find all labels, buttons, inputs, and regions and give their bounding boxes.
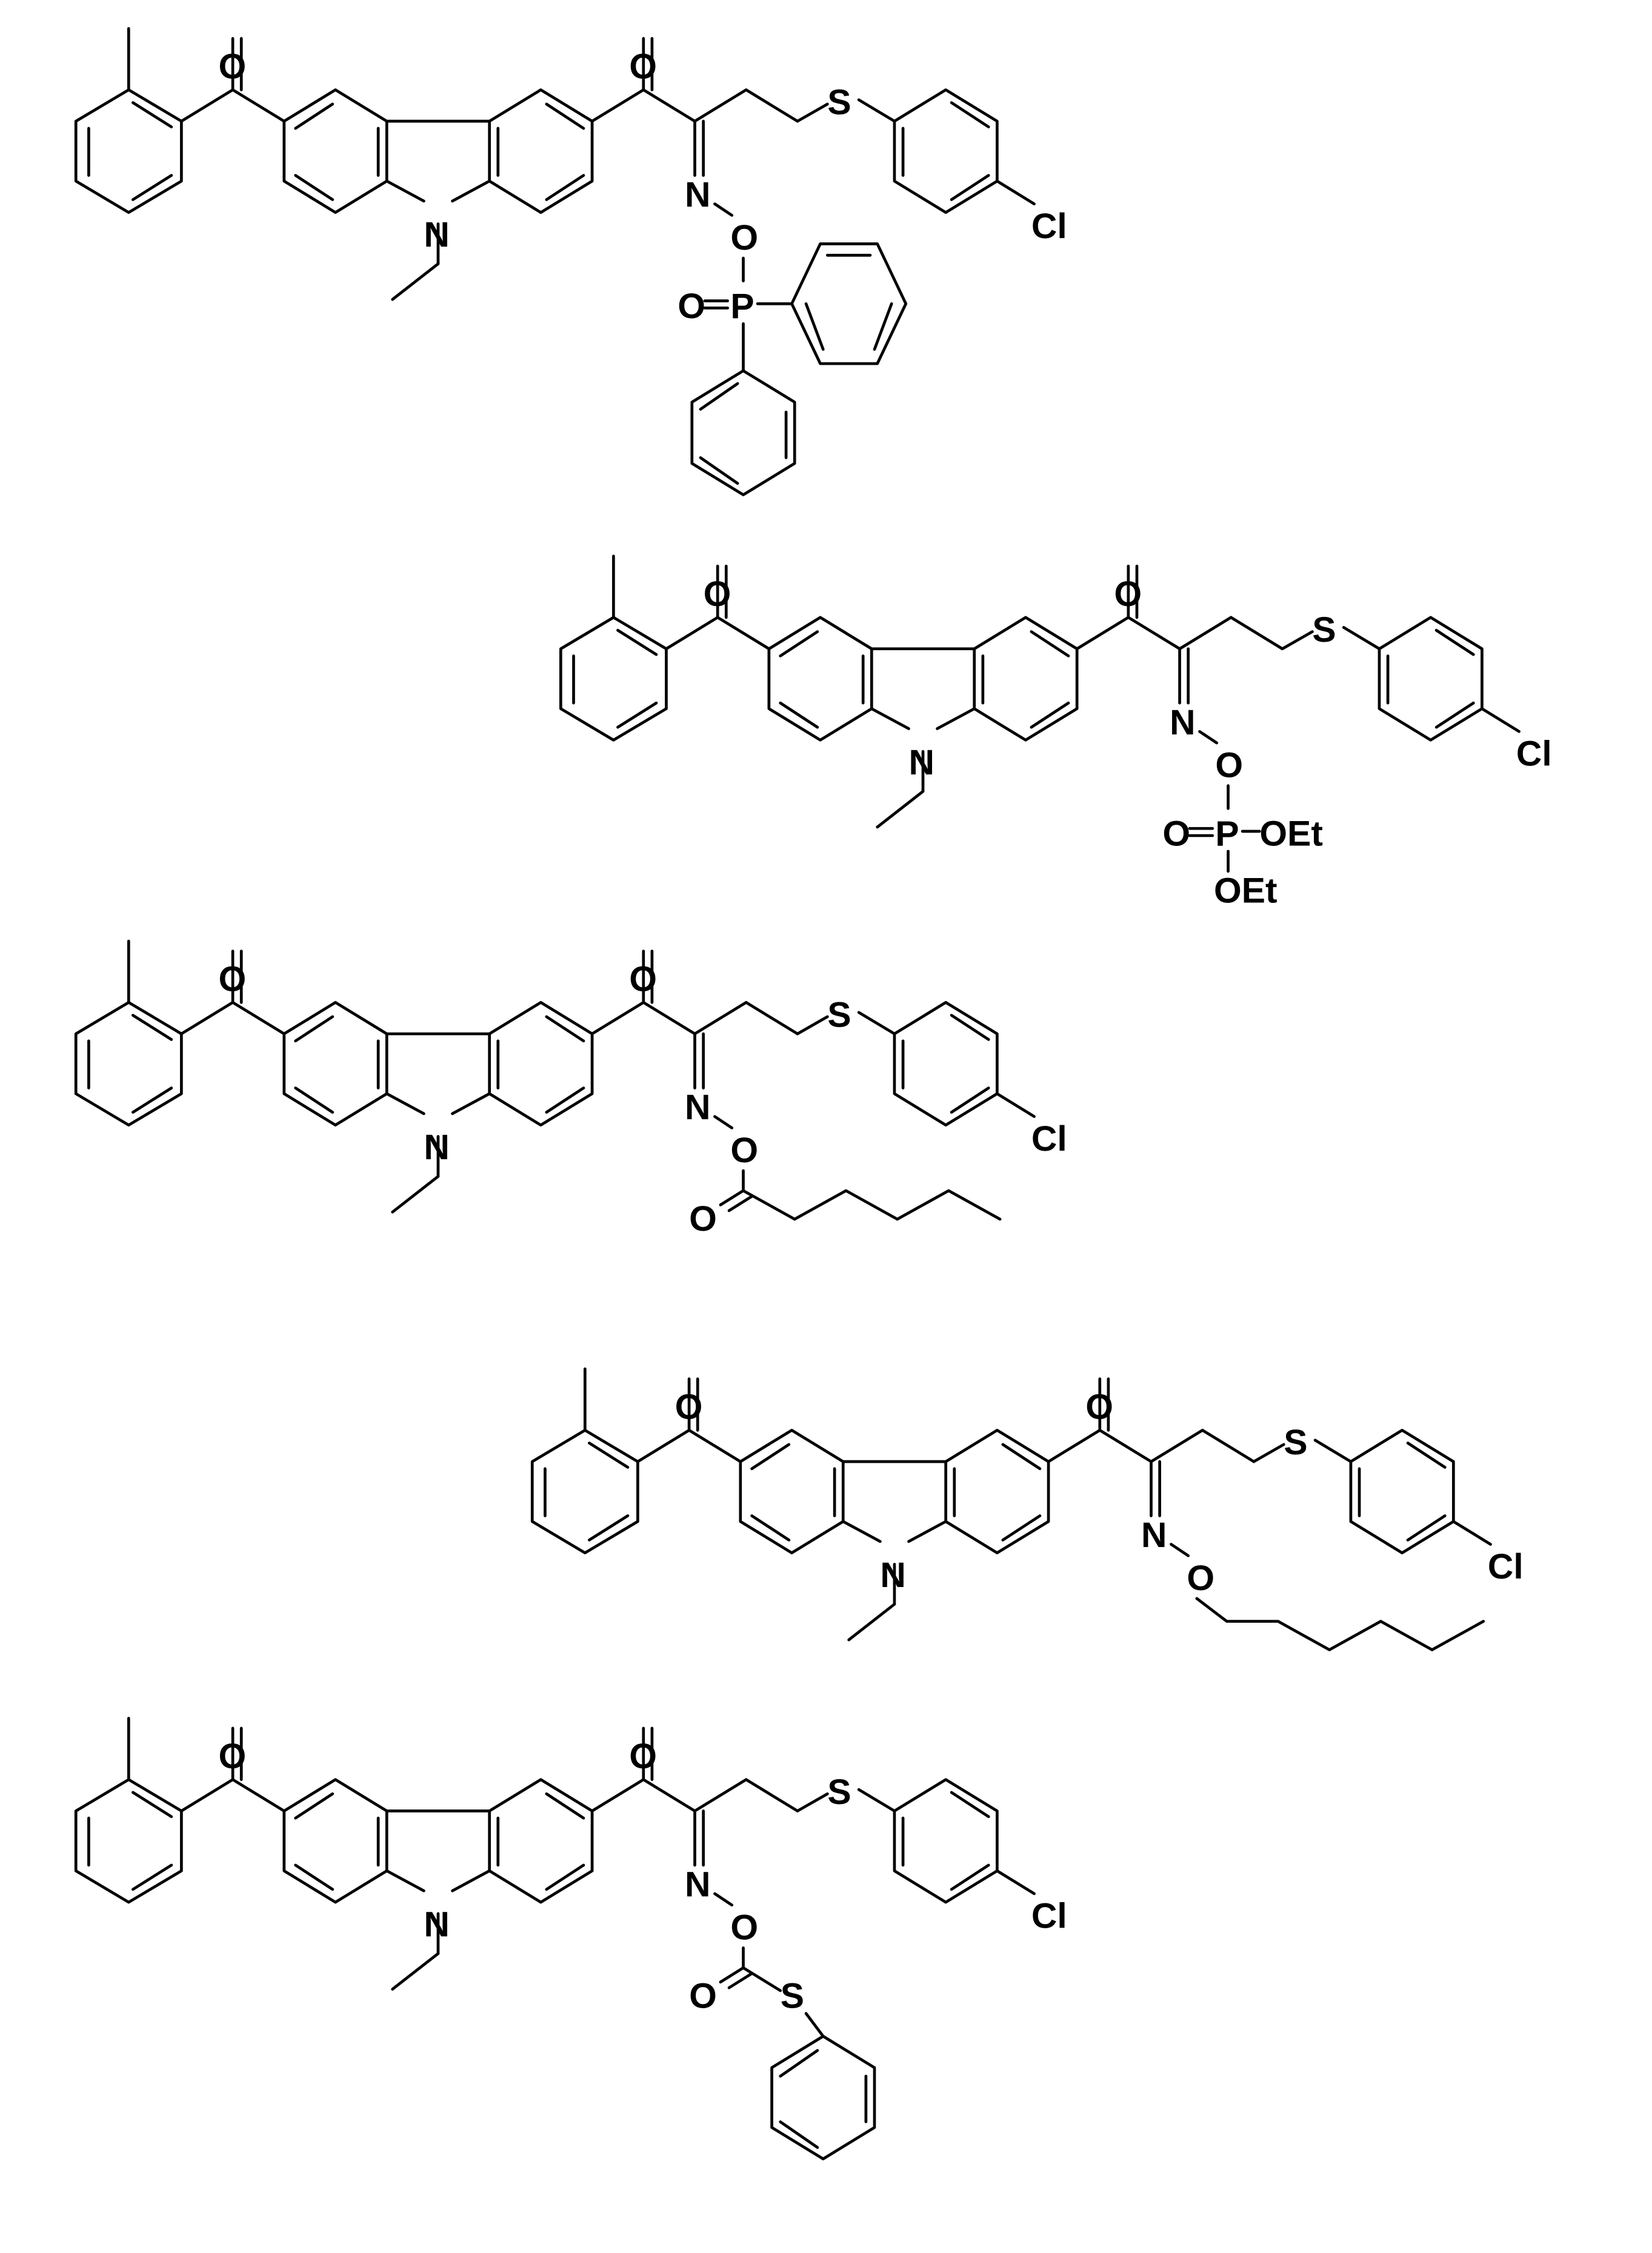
carbonyl-oxygen: O xyxy=(689,1976,717,2015)
carbazole-nitrogen: N xyxy=(908,743,934,782)
oxime-oxygen: O xyxy=(1187,1559,1214,1598)
compound-3: O O N S Cl N O O xyxy=(76,941,1067,1239)
oxime-oxygen: O xyxy=(730,1908,758,1947)
ketone-oxygen-1: O xyxy=(219,1737,247,1776)
thioether-sulfur: S xyxy=(827,995,851,1034)
oxime-oxygen: O xyxy=(1215,745,1243,785)
compound-5: O O N S Cl N O O S xyxy=(76,1719,1067,2161)
ketone-oxygen-2: O xyxy=(1085,1387,1113,1426)
ketone-oxygen-2: O xyxy=(629,47,657,86)
ethoxy-2: OEt xyxy=(1214,871,1277,911)
thioether-sulfur: S xyxy=(1312,610,1336,650)
carbazole-nitrogen: N xyxy=(424,1128,449,1167)
chlorine: Cl xyxy=(1516,734,1552,774)
chlorine: Cl xyxy=(1031,207,1067,246)
carbazole-nitrogen: N xyxy=(424,1905,449,1945)
carbazole-nitrogen: N xyxy=(880,1556,905,1595)
compound-1: O O N S Cl N O O P xyxy=(76,28,1067,496)
ketone-oxygen-2: O xyxy=(629,1737,657,1776)
ketone-oxygen-1: O xyxy=(675,1387,703,1426)
phosphoryl-oxygen: O xyxy=(678,287,705,326)
compound-4: O O N S Cl N O xyxy=(532,1369,1524,1651)
phosphorus: P xyxy=(1215,814,1239,853)
chlorine: Cl xyxy=(1488,1547,1524,1586)
oxime-oxygen: O xyxy=(730,1131,758,1170)
ketone-oxygen-1: O xyxy=(219,47,247,86)
carbazole-nitrogen: N xyxy=(424,215,449,255)
oxime-nitrogen: N xyxy=(1170,703,1195,742)
ketone-oxygen-1: O xyxy=(219,959,247,999)
phosphoryl-oxygen: O xyxy=(1162,814,1190,853)
carbonyl-oxygen: O xyxy=(689,1199,717,1239)
ethoxy-1: OEt xyxy=(1259,814,1323,853)
ketone-oxygen-2: O xyxy=(629,959,657,999)
compound-2: O O N S Cl N O O P OEt OEt xyxy=(561,556,1552,911)
thioether-sulfur: S xyxy=(827,82,851,122)
phosphorus: P xyxy=(730,287,754,326)
oxime-nitrogen: N xyxy=(685,1088,710,1127)
ketone-oxygen-1: O xyxy=(704,574,731,614)
oxime-nitrogen: N xyxy=(685,175,710,215)
oxime-oxygen: O xyxy=(730,218,758,258)
oxime-nitrogen: N xyxy=(1141,1516,1167,1555)
thioether-sulfur: S xyxy=(827,1772,851,1812)
chlorine: Cl xyxy=(1031,1119,1067,1159)
chlorine: Cl xyxy=(1031,1896,1067,1935)
thioether-sulfur: S xyxy=(1284,1423,1307,1462)
oxime-nitrogen: N xyxy=(685,1865,710,1905)
thioester-sulfur: S xyxy=(781,1976,804,2015)
ketone-oxygen-2: O xyxy=(1114,574,1142,614)
